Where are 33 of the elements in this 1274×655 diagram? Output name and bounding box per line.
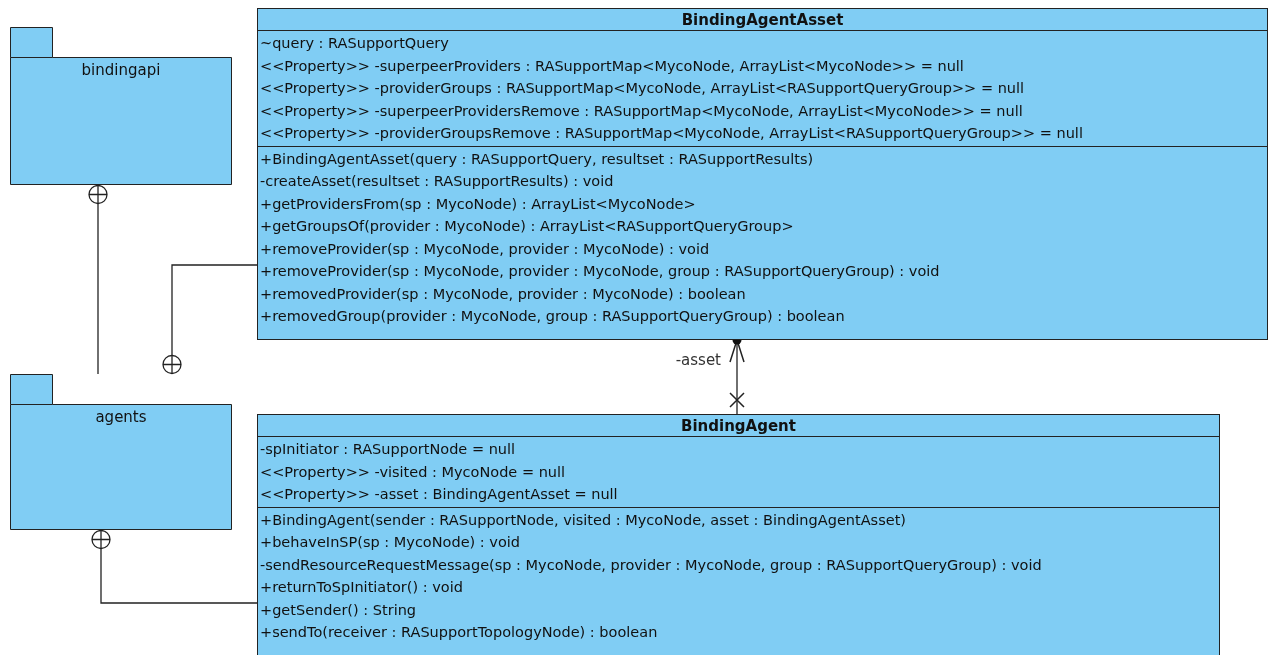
containment-line [162, 264, 258, 375]
operation-text: +removedGroup(provider : MycoNode, group : RASupportQueryGroup) : boolean [260, 307, 845, 326]
operation-text: +removedProvider(sp : MycoNode, provider : MycoNode) : boolean [260, 284, 746, 304]
operation-text: +returnToSpInitiator() : void [260, 578, 463, 597]
containment-line [91, 529, 258, 604]
attribute-text: <<Property>> -superpeerProviders : RASupportMap<MycoNode, ArrayList<MycoNode>> = null [260, 56, 964, 76]
operation-text: +removeProvider(sp : MycoNode, provider : MycoNode) : void [260, 239, 710, 259]
class-name: BindingAgent [681, 415, 796, 436]
class-box [257, 414, 1220, 655]
operation-text: +getProvidersFrom(sp : MycoNode) : ArrayList<MycoNode> [260, 194, 696, 214]
package [10, 374, 232, 530]
operation-text: +BindingAgentAsset(query : RASupportQuery, resultset : RASupportResults) [260, 149, 814, 169]
attribute-text: <<Property>> -providerGroupsRemove : RASupportMap<MycoNode, ArrayList<RASupportQueryGroup>> = null [260, 124, 1083, 143]
containment-line [88, 184, 108, 375]
class-box [257, 8, 1268, 340]
attribute-text: <<Property>> -asset : BindingAgentAsset = null [260, 485, 618, 504]
package-name: agents [94, 407, 148, 428]
attribute-text: <<Property>> -visited : MycoNode = null [260, 462, 566, 482]
class-name: BindingAgentAsset [681, 9, 844, 30]
attribute-text: -spInitiator : RASupportNode = null [260, 440, 516, 459]
operation-text: +BindingAgent(sender : RASupportNode, visited : MycoNode, asset : BindingAgentAsset) [260, 510, 906, 530]
attribute-text: <<Property>> -providerGroups : RASupportMap<MycoNode, ArrayList<RASupportQueryGroup>> = null [260, 79, 1025, 98]
attribute-text: ~query : RASupportQuery [260, 34, 449, 53]
operation-text: +getGroupsOf(provider : MycoNode) : ArrayList<RASupportQueryGroup> [260, 217, 794, 236]
package [10, 27, 232, 185]
operation-text: +sendTo(receiver : RASupportTopologyNode) : boolean [260, 623, 658, 642]
operation-text: -sendResourceRequestMessage(sp : MycoNode, provider : MycoNode, group : RASupportQueryGroup) : void [260, 555, 1042, 575]
operation-text: +removeProvider(sp : MycoNode, provider : MycoNode, group : RASupportQueryGroup) : void [260, 262, 940, 281]
operation-text: +getSender() : String [260, 600, 417, 620]
operation-text: -createAsset(resultset : RASupportResults) : void [260, 172, 614, 191]
operation-text: +behaveInSP(sp : MycoNode) : void [260, 533, 520, 552]
attribute-text: <<Property>> -superpeerProvidersRemove : RASupportMap<MycoNode, ArrayList<MycoNode>> = null [260, 101, 1023, 121]
package-name: bindingapi [80, 60, 162, 81]
